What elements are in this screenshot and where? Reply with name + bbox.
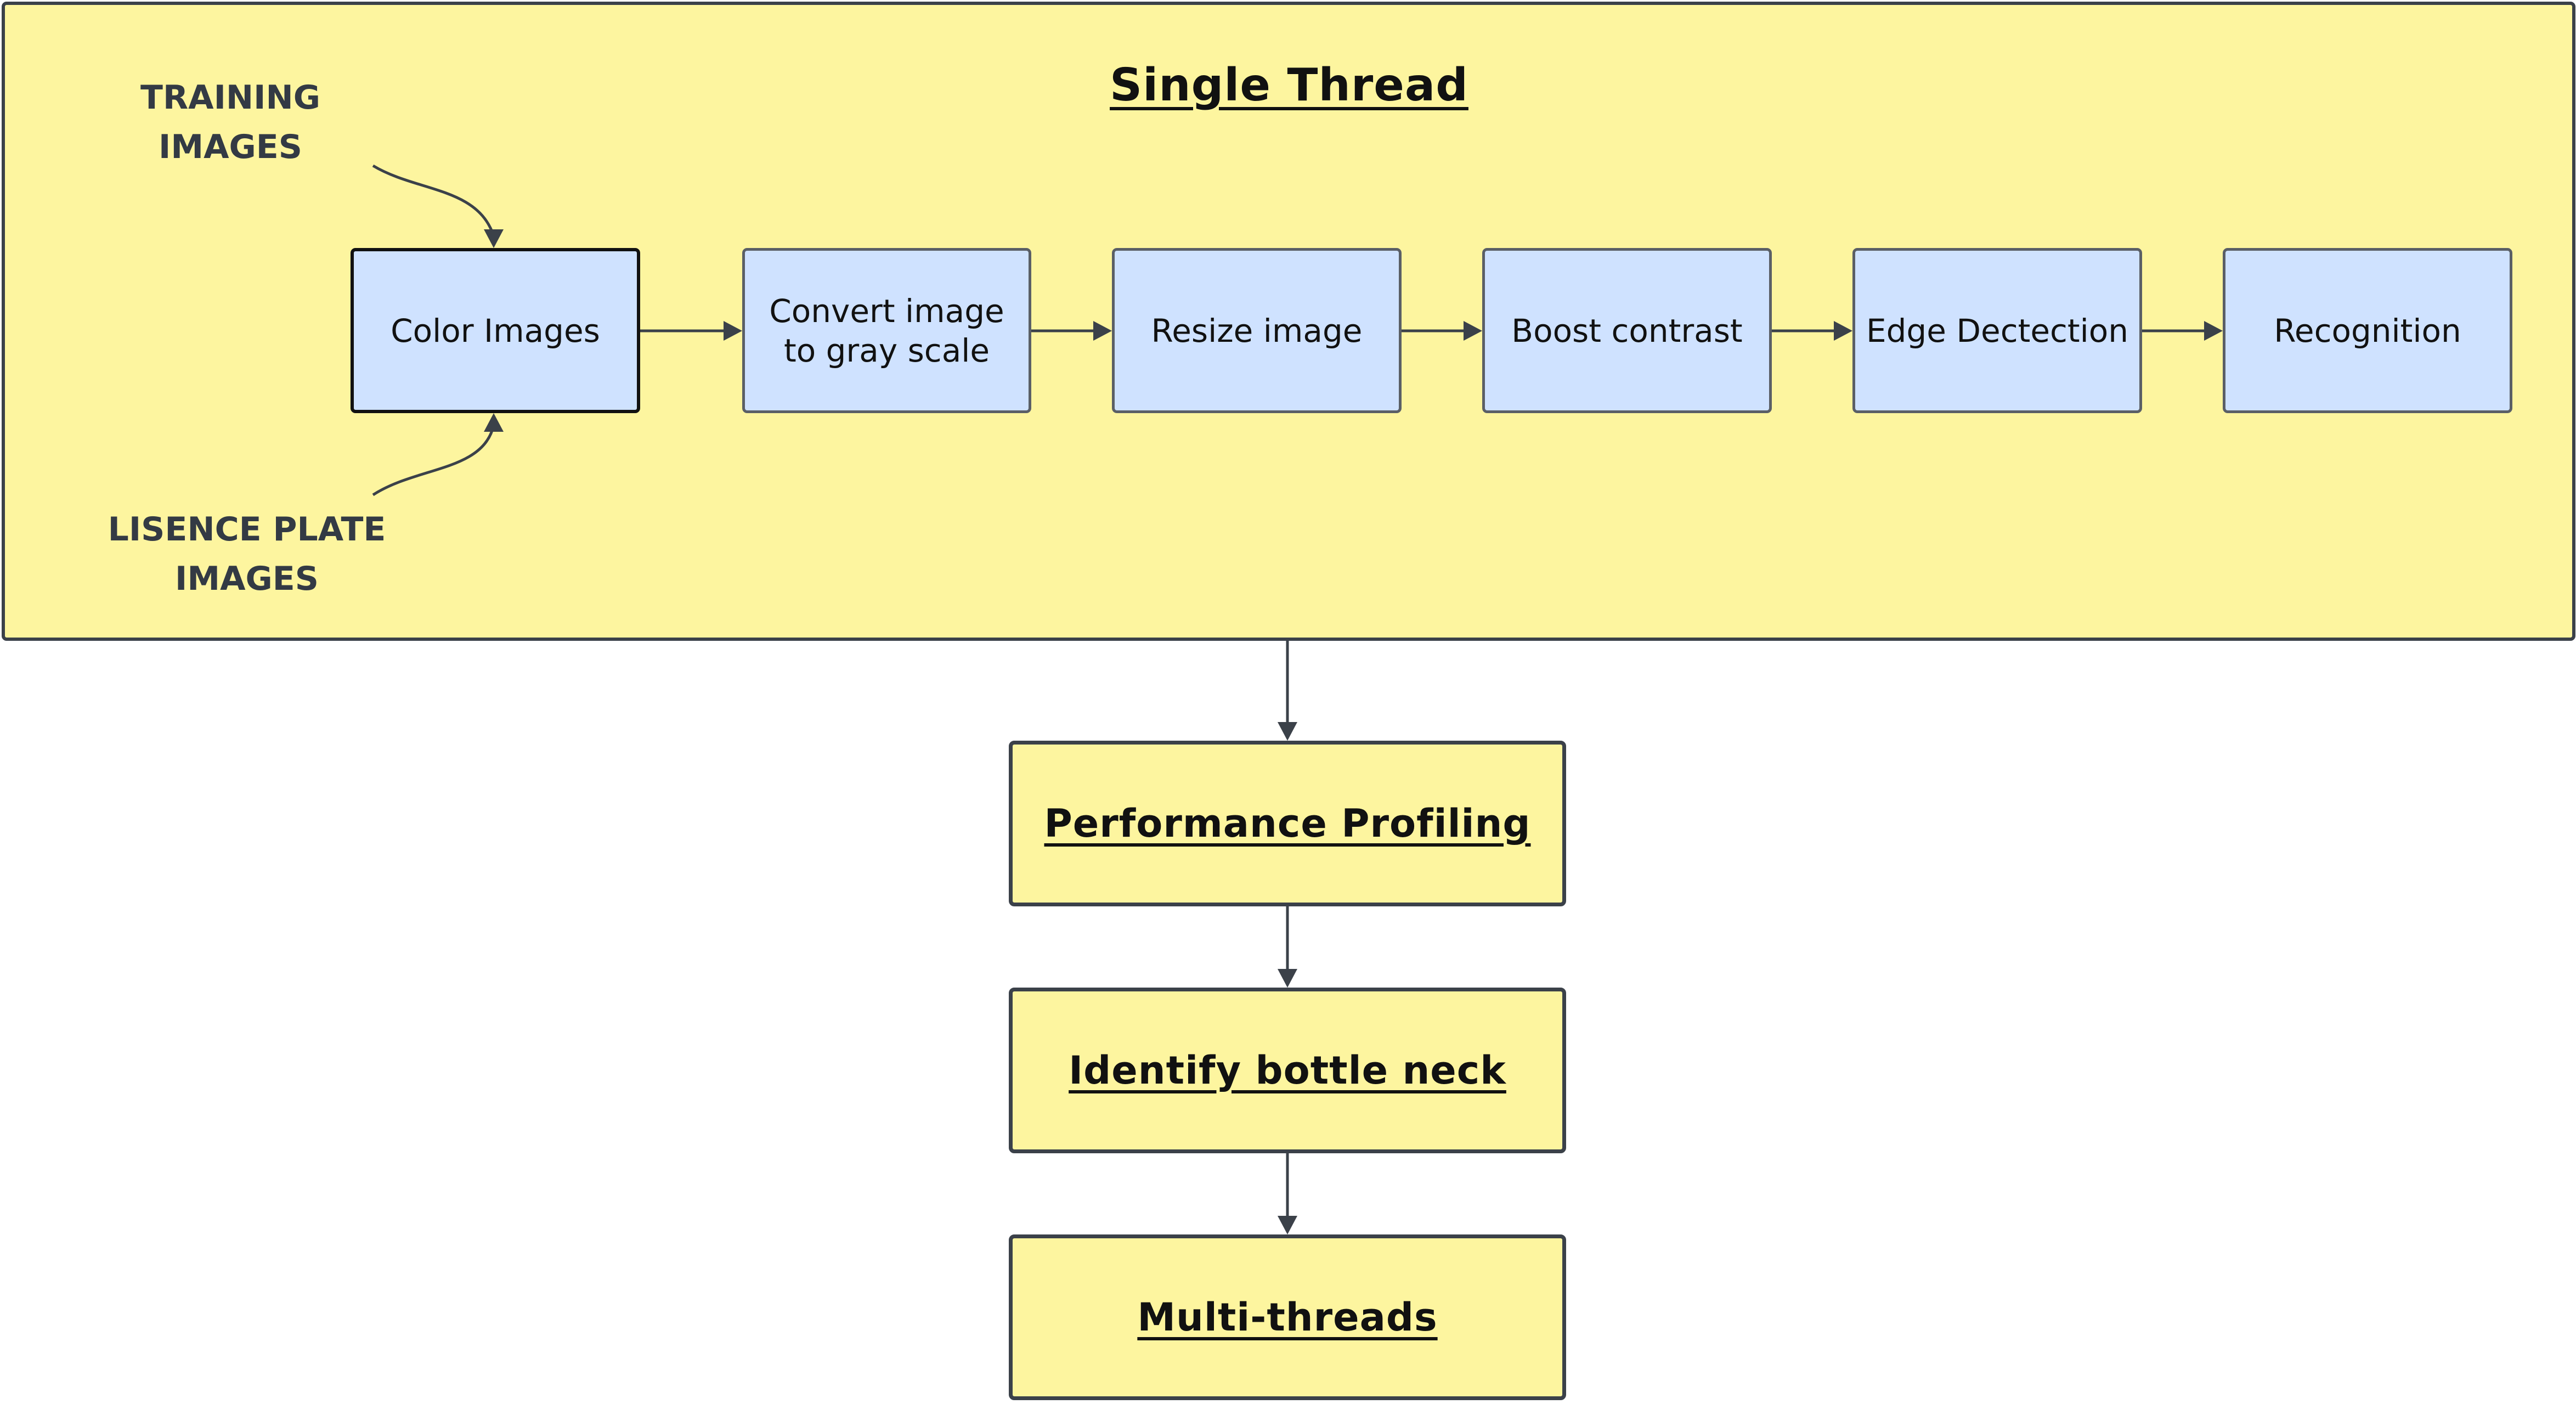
- license-plate-images-label: LISENCE PLATE IMAGES: [108, 510, 386, 598]
- single-thread-title: Single Thread: [1110, 59, 1468, 111]
- stage-multi-threads-label: Multi-threads: [1137, 1295, 1438, 1340]
- step-edge-detection: Edge Dectection: [1852, 248, 2142, 413]
- stage-performance-profiling-label: Performance Profiling: [1044, 801, 1531, 846]
- arrowhead-profiling: [1278, 722, 1297, 741]
- stage-identify-bottleneck: Identify bottle neck: [1009, 988, 1566, 1153]
- arrowhead-multithreads: [1278, 1216, 1297, 1234]
- step-recognition: Recognition: [2223, 248, 2512, 413]
- arrowhead-bottleneck: [1278, 969, 1297, 988]
- stage-performance-profiling: Performance Profiling: [1009, 741, 1566, 906]
- training-images-label: TRAINING IMAGES: [140, 78, 320, 166]
- step-boost-contrast: Boost contrast: [1482, 248, 1772, 413]
- step-color-images: Color Images: [351, 248, 640, 413]
- step-resize-image: Resize image: [1112, 248, 1402, 413]
- step-convert-gray-scale: Convert image to gray scale: [742, 248, 1031, 413]
- stage-identify-bottleneck-label: Identify bottle neck: [1069, 1048, 1506, 1093]
- stage-multi-threads: Multi-threads: [1009, 1234, 1566, 1400]
